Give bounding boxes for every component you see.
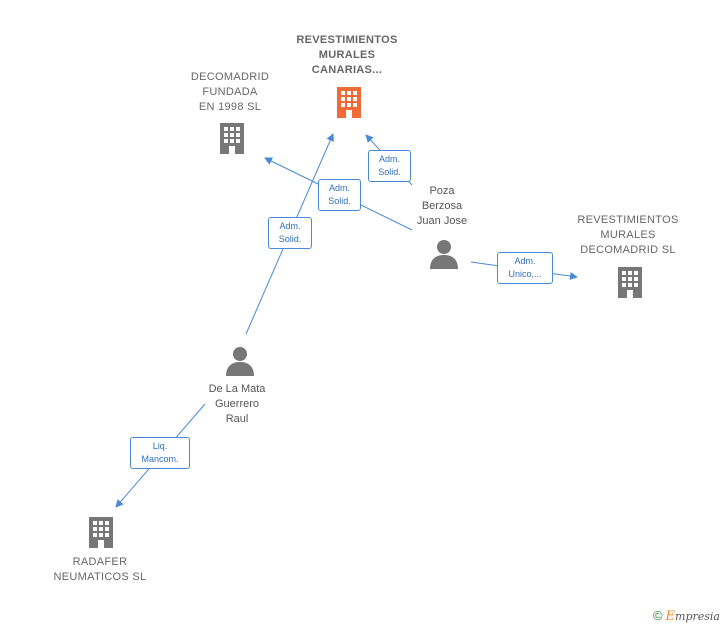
edge-label-mata-to-canarias[interactable]: Adm. Solid. (268, 217, 312, 249)
empresia-credit: ©Empresia (653, 608, 720, 624)
copyright-icon: © (652, 608, 663, 623)
edge-label-poza-to-canarias[interactable]: Adm. Solid. (368, 150, 411, 182)
person-icon[interactable] (224, 346, 256, 376)
edge-label-poza-to-decomadrid[interactable]: Adm. Solid. (318, 179, 361, 211)
empresia-logo-initial: E (665, 609, 676, 624)
building-icon[interactable] (333, 85, 365, 119)
building-icon[interactable] (216, 121, 248, 155)
edge-label-mata-to-radafer[interactable]: Liq. Mancom. (130, 437, 190, 469)
building-icon[interactable] (85, 515, 117, 549)
node-label-decomadrid[interactable]: DECOMADRID FUNDADA EN 1998 SL (190, 71, 270, 113)
node-label-radafer[interactable]: RADAFER NEUMATICOS SL (53, 556, 147, 583)
edge-label-poza-to-revdecomadrid[interactable]: Adm. Unico,... (497, 252, 553, 284)
node-label-revestimientos-decomadrid[interactable]: REVESTIMIENTOS MURALES DECOMADRID SL (577, 214, 679, 256)
node-label-revestimientos-canarias[interactable]: REVESTIMIENTOS MURALES CANARIAS... (296, 34, 398, 76)
node-label-de-la-mata[interactable]: De La Mata Guerrero Raul (208, 383, 266, 425)
building-icon[interactable] (614, 265, 646, 299)
person-icon[interactable] (428, 239, 460, 269)
node-label-poza[interactable]: Poza Berzosa Juan Jose (416, 185, 468, 227)
empresia-logo-text: mpresia (675, 610, 720, 623)
